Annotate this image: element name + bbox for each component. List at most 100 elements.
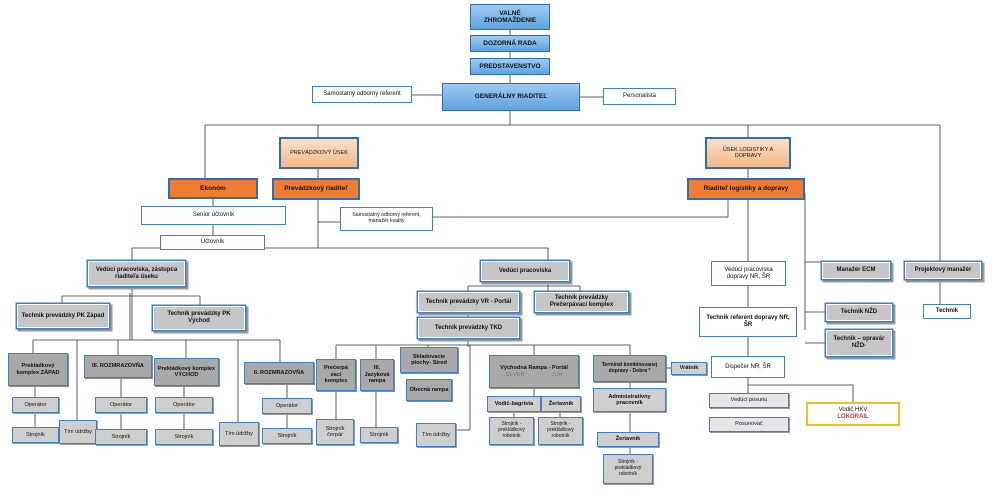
prekl-vychod-box: Prekládkový komplex VÝCHOD	[154, 358, 219, 386]
strojnik-cerpar-box: Strojník čerpár	[316, 419, 354, 445]
technik-vr-label: Technik prevádzky VR - Portál	[425, 298, 512, 305]
precerpavaci-label: Prečerpá vací komplex	[324, 365, 348, 385]
zeriavnik1-box: Žeriavnik	[541, 396, 581, 412]
generalny-label: GENERÁLNY RIADITEĽ	[474, 93, 548, 101]
posunovac-label: Posunovač	[735, 421, 763, 428]
tim1-box: Tím údržby	[59, 420, 97, 444]
zeriavnik1-label: Žeriavnik	[548, 400, 574, 407]
tim2-box: Tím údržby	[219, 422, 259, 446]
strojnik3-label: Strojník	[174, 433, 194, 440]
strojnik2-label: Strojník	[111, 433, 131, 440]
ekonom-box: Ekonóm	[168, 178, 258, 199]
prevadzkovy-usek-box: PREVÁDZKOVÝ ÚSEK	[279, 137, 359, 169]
terminal-box: Terminál kombinovanej dopravy - Dobra *	[593, 355, 666, 382]
samostatny-ref-label: Samostatný odborný referent	[323, 91, 401, 98]
riaditel-logistiky-box: Riaditeľ logistiky a dopravy	[687, 178, 805, 200]
personalista-box: Personalista	[603, 88, 676, 105]
technik-label: Technik	[935, 308, 959, 315]
technik-precerpavaci-box: Technik prevádzky Prečerpávací komplex	[535, 292, 628, 312]
strojnik-prekl2-box: Strojník - prekládkový robotník	[538, 417, 583, 445]
personalista-label: Personalista	[622, 93, 657, 100]
zeriavnik2-label: Žeriavnik	[615, 436, 641, 443]
vratnik-box: Vrátnik	[671, 362, 707, 375]
projektovy-manazer-box: Projektový manažér	[905, 262, 981, 279]
vodic-hkv-box: Vodič HKV LOKORAIL	[806, 402, 900, 426]
valne-label: VALNÉ ZHROMAŽDENIE	[483, 9, 537, 24]
technik-nzd-box: Technik NŽD	[826, 304, 892, 321]
technik-zapad-box: Technik prevádzky PK Západ	[17, 304, 109, 328]
projektovy-manazer-label: Projektový manažér	[914, 267, 972, 274]
prekl-zapad-box: Prekládkový komplex ZÁPAD	[8, 353, 68, 386]
operator4-box: Operátor	[262, 398, 312, 414]
prekl-vychod-label: Prekládkový komplex VÝCHOD	[157, 365, 216, 378]
vodic-bagrista-box: Vodič-bagrista	[487, 396, 541, 412]
operator1-label: Operátor	[24, 401, 47, 408]
administrativny-label: Administratívny pracovník	[608, 393, 651, 406]
technik-zapad-label: Technik prevádzky PK Západ	[21, 312, 105, 319]
strojnik4-label: Strojník	[277, 432, 297, 439]
dozorna-rada-box: DOZORNÁ RADA	[470, 35, 550, 52]
predstavenstvo-label: PREDSTAVENSTVO	[479, 62, 541, 70]
riaditel-logistiky-label: Riaditeľ logistiky a dopravy	[703, 185, 789, 193]
rozmrazovna3-box: III. ROZMRAZOVŇA	[84, 355, 152, 378]
operator2-label: Operátor	[109, 401, 133, 408]
prekl-zapad-label: Prekládkový komplex ZÁPAD	[16, 363, 60, 376]
technik-vychod-label: Technik prevádzky PK Východ	[167, 311, 231, 324]
rozmrazovna2-box: II. ROZMRAZOVŇA	[244, 362, 314, 384]
usek-logistiky-box: ÚSEK LOGISTIKY A DOPRAVY	[705, 137, 791, 169]
obecna-box: Obecná rampa	[406, 379, 452, 401]
strojnik3-box: Strojník	[155, 429, 213, 445]
skladovacie-label: Skladovacie plochy- Stred	[411, 353, 447, 366]
prevadzkovy-riaditel-box: Prevádzkový riaditeľ	[272, 178, 360, 200]
senior-uctovnik-label: Senior účtovník	[192, 212, 235, 219]
strojnik1-label: Strojník	[26, 431, 45, 438]
technik-ref-doprava-label: Technik referent dopravy NR, ŠR	[706, 315, 790, 328]
dispecer-label: Dispečer NR, ŠR	[725, 363, 771, 370]
operator3-box: Operátor	[155, 397, 213, 413]
technik-opravar-label: Technik – opravár NŽD-	[833, 336, 885, 349]
uctovnik-box: Účtovník	[160, 235, 265, 250]
vychodna-rampa-label: Východná Rampa - Portál	[500, 365, 568, 372]
operator3-label: Operátor	[172, 401, 196, 408]
usek-logistiky-label: ÚSEK LOGISTIKY A DOPRAVY	[722, 146, 774, 159]
veduci-zastupca-box: Vedúci pracoviska, zástupca riaditeľa ús…	[88, 261, 185, 286]
tim3-label: Tím údržby	[422, 431, 450, 438]
posunovac-box: Posunovač	[709, 417, 789, 432]
veduci-pracoviska-label: Vedúci pracoviska	[498, 267, 552, 274]
lokorail-label: LOKORAIL	[837, 414, 869, 420]
strojnik-cerpar-label: Strojník čerpár	[325, 425, 345, 438]
uctovnik-label: Účtovník	[200, 239, 225, 246]
jazykova-box: III. Jazyková rampa	[360, 359, 394, 391]
precerpavaci-box: Prečerpá vací komplex	[316, 359, 356, 391]
technik-ref-doprava-box: Technik referent dopravy NR, ŠR	[699, 307, 797, 337]
jazykova-label: III. Jazyková rampa	[364, 365, 390, 385]
sever-label: SEVER	[505, 371, 525, 378]
strojnik-jaz-label: Strojník	[369, 431, 389, 438]
vodic-bagrista-label: Vodič-bagrista	[494, 400, 534, 407]
technik-tkd-label: Technik prevádzky TKD	[434, 324, 503, 331]
ekonom-label: Ekonóm	[200, 184, 226, 192]
dispecer-box: Dispečer NR, ŠR	[711, 356, 785, 378]
manazer-ecm-label: Manažér ECM	[836, 267, 876, 274]
operator1-box: Operátor	[12, 397, 59, 413]
strojnik-jaz-box: Strojník	[360, 427, 398, 443]
veduci-pracoviska-box: Vedúci pracoviska	[481, 261, 569, 281]
zeriavnik2-box: Žeriavnik	[597, 432, 659, 447]
strojnik4-box: Strojník	[262, 428, 312, 444]
vodic-hkv-label: Vodič HKV	[838, 407, 868, 414]
veduci-zastupca-label: Vedúci pracoviska, zástupca riaditeľa ús…	[95, 266, 178, 280]
prevadzkovy-riaditel-label: Prevádzkový riaditeľ	[284, 185, 348, 193]
strojnik1-box: Strojník	[12, 427, 59, 443]
technik-vychod-box: Technik prevádzky PK Východ	[153, 306, 245, 330]
predstavenstvo-box: PREDSTAVENSTVO	[470, 58, 550, 75]
technik-nzd-label: Technik NŽD	[840, 309, 878, 316]
samostatny-manazer-label: Samostatný odborný referent, manažér kva…	[352, 212, 421, 224]
strojnik-prekl3-box: Strojník - prekládkový robotník	[603, 454, 653, 484]
generalny-riaditel-box: GENERÁLNY RIADITEĽ	[442, 83, 580, 111]
veduci-posunu-box: Vedúci posunu	[709, 393, 789, 408]
strojnik-prekl1-box: Strojník - prekládkový robotník	[489, 417, 534, 445]
prevadzkovy-usek-label: PREVÁDZKOVÝ ÚSEK	[290, 149, 348, 156]
